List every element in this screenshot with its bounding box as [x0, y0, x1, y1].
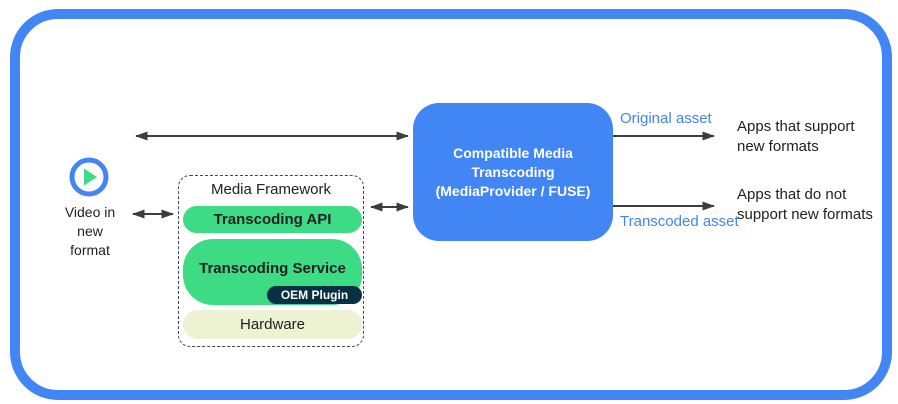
transcoded-asset-label: Transcoded asset: [620, 213, 739, 230]
apps-not-support-new-formats-label: Apps that do not support new formats: [737, 186, 873, 223]
video-source-label: Video in new format: [64, 204, 116, 258]
play-icon: [69, 157, 109, 197]
media-framework-title: Media Framework: [210, 181, 332, 198]
oem-plugin-badge: OEM Plugin: [267, 286, 362, 304]
media-framework-box: [178, 175, 364, 347]
outer-border: [10, 9, 892, 400]
compatible-media-transcoding-box: Compatible Media Transcoding (MediaProvi…: [413, 103, 613, 241]
apps-support-new-formats-label: Apps that support new formats: [737, 118, 855, 155]
original-asset-label: Original asset: [620, 110, 712, 127]
transcoding-api-box: Transcoding API: [183, 206, 362, 233]
hardware-box: Hardware: [183, 310, 362, 339]
